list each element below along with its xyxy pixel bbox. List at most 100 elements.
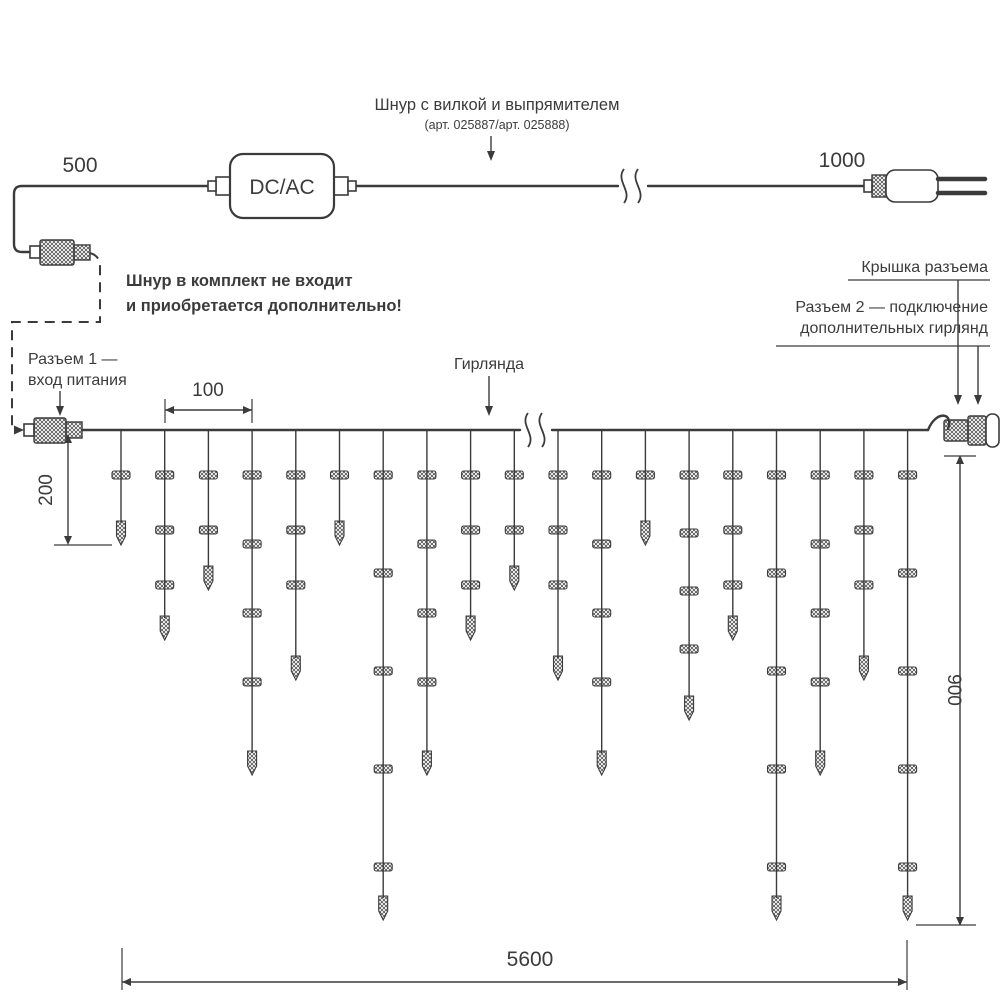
drop-tip-lamp-icon xyxy=(509,565,520,592)
drop-lamp-icon xyxy=(766,764,787,774)
drop-lamp-icon xyxy=(329,470,350,480)
dcac-converter-box: DC/AC xyxy=(207,152,357,220)
drop-tip-lamp-icon xyxy=(378,895,389,922)
drop-lamp-icon xyxy=(592,539,612,549)
garland-drop xyxy=(635,430,655,547)
drop-lamp-icon xyxy=(461,525,481,535)
drop-tip-lamp-icon xyxy=(421,750,432,777)
drop-tip-lamp-icon xyxy=(640,520,651,547)
drop-lamp-icon xyxy=(373,764,393,774)
garland-drop xyxy=(810,430,830,777)
connector1-label-line2: вход питания xyxy=(28,372,127,389)
connector1-label-line1: Разъем 1 — xyxy=(28,351,118,368)
dimension-200-label: 200 xyxy=(36,474,57,506)
garland-drop xyxy=(155,430,175,642)
drop-lamp-icon xyxy=(373,470,393,480)
drop-lamp-icon xyxy=(635,470,655,480)
drop-lamp-icon xyxy=(723,470,743,480)
garland-drops xyxy=(111,430,918,922)
garland-drop xyxy=(723,430,743,642)
drop-lamp-icon xyxy=(679,528,699,538)
garland-drop xyxy=(504,430,524,592)
dashed-connection-path xyxy=(11,252,101,435)
drop-lamp-icon xyxy=(198,525,218,535)
dimension-5600-label: 5600 xyxy=(507,948,554,971)
drop-lamp-icon xyxy=(766,470,787,480)
drop-lamp-icon xyxy=(155,525,175,535)
note-line2: и приобретается дополнительно! xyxy=(126,297,402,315)
drop-lamp-icon xyxy=(461,470,481,480)
drop-lamp-icon xyxy=(679,470,699,480)
drop-lamp-icon xyxy=(898,862,918,872)
drop-tip-lamp-icon xyxy=(465,615,476,642)
connector2-label-line1: Разъем 2 — подключение xyxy=(795,299,988,316)
converter-nub-right2 xyxy=(347,180,357,192)
drop-tip-lamp-icon xyxy=(334,520,345,547)
drop-lamp-icon xyxy=(286,580,306,590)
drop-lamp-icon xyxy=(548,525,568,535)
note-line1: Шнур в комплект не входит xyxy=(126,272,353,290)
garland-drop xyxy=(854,430,874,682)
drop-lamp-icon xyxy=(810,470,830,480)
garland-arrowhead-icon xyxy=(485,406,493,416)
drop-tip-lamp-icon xyxy=(684,695,695,722)
drop-lamp-icon xyxy=(592,470,612,480)
garland-drop xyxy=(373,430,393,922)
garland-section xyxy=(23,412,1000,922)
drop-lamp-icon xyxy=(286,470,306,480)
dimension-900: 900 xyxy=(916,455,976,926)
dashed-arrowhead-icon xyxy=(14,425,24,435)
drop-lamp-icon xyxy=(417,608,437,618)
converter-label: DC/AC xyxy=(249,176,314,199)
garland-break-icon xyxy=(524,412,546,448)
drop-lamp-icon xyxy=(898,666,918,676)
dimension-900-label: 900 xyxy=(943,674,964,706)
converter-body xyxy=(228,152,336,220)
garland-drop xyxy=(548,430,568,682)
drop-tip-lamp-icon xyxy=(858,655,869,682)
drop-lamp-icon xyxy=(810,608,830,618)
drop-lamp-icon xyxy=(766,568,787,578)
drop-lamp-icon xyxy=(723,525,743,535)
connector1-arrowhead-icon xyxy=(56,406,64,416)
cord-break-icon xyxy=(620,168,642,204)
cord-subtitle: (арт. 025887/арт. 025888) xyxy=(424,118,569,132)
garland-label: Гирлянда xyxy=(454,356,524,373)
note-text: Шнур в комплект не входит и приобретаетс… xyxy=(126,272,402,315)
garland-drop xyxy=(898,430,918,922)
dimension-100: 100 xyxy=(164,380,253,423)
power-cord-section: DC/AC 500 1000 Шнур с вилкой и выпрямите… xyxy=(12,96,988,266)
drop-lamp-icon xyxy=(592,677,612,687)
drop-lamp-icon xyxy=(898,470,918,480)
garland-drop xyxy=(198,430,218,592)
garland-drop xyxy=(242,430,262,777)
drop-lamp-icon xyxy=(679,586,699,596)
drop-lamp-icon xyxy=(898,764,918,774)
dimension-5600: 5600 xyxy=(121,940,908,990)
drop-lamp-icon xyxy=(854,470,874,480)
garland-connector1-icon xyxy=(23,417,83,444)
drop-tip-lamp-icon xyxy=(247,750,258,777)
dimension-100-label: 100 xyxy=(192,380,224,401)
drop-lamp-icon xyxy=(286,525,306,535)
drop-lamp-icon xyxy=(766,862,787,872)
garland-drop xyxy=(679,430,699,722)
drop-tip-lamp-icon xyxy=(552,655,564,682)
drop-lamp-icon xyxy=(723,580,743,590)
drop-lamp-icon xyxy=(417,677,437,687)
drop-lamp-icon xyxy=(810,539,830,549)
connector2-label-line2: дополнительных гирлянд xyxy=(800,320,988,337)
garland-drop xyxy=(111,430,131,547)
drop-tip-lamp-icon xyxy=(159,615,170,642)
plug-prongs-icon xyxy=(935,176,988,196)
drop-lamp-icon xyxy=(111,470,131,480)
garland-drop xyxy=(286,430,306,682)
drop-lamp-icon xyxy=(854,580,874,590)
drop-tip-lamp-icon xyxy=(815,750,826,777)
drop-lamp-icon xyxy=(155,580,175,590)
power-connector-female-icon xyxy=(29,239,91,266)
drop-tip-lamp-icon xyxy=(596,750,607,777)
garland-connector2-icon xyxy=(926,413,1000,448)
